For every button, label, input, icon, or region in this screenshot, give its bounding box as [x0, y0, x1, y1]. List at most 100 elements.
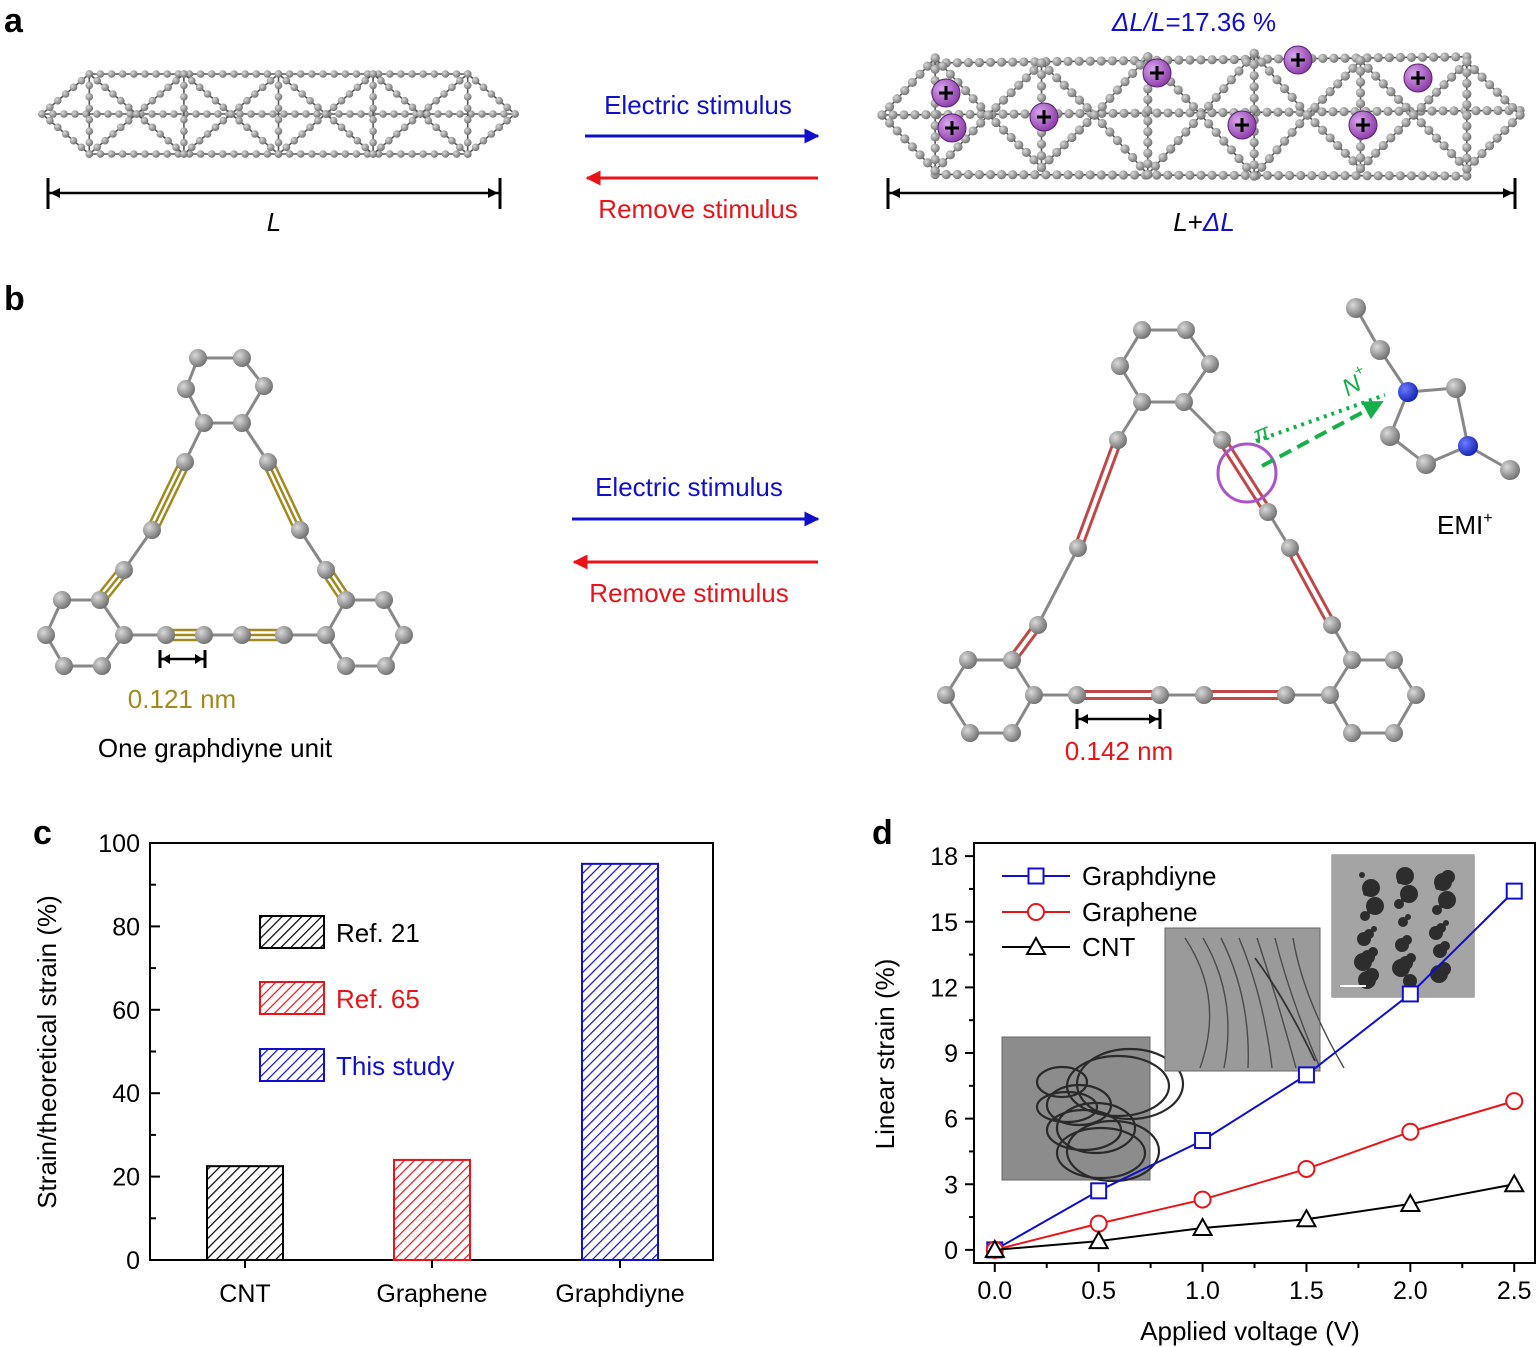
carbon-atom [143, 521, 161, 539]
bond-length-label-right: 0.142 nm [1065, 736, 1173, 766]
lattice-atom [1229, 170, 1239, 180]
lattice-atom [337, 123, 346, 132]
lattice-atom [1006, 132, 1016, 143]
lattice-atom [1249, 171, 1259, 181]
lattice-atom [269, 110, 277, 118]
lattice-atom [1317, 94, 1328, 105]
lattice-atom [1108, 108, 1118, 118]
carbon-atom [233, 626, 251, 644]
plus-symbol: + [1188, 207, 1203, 237]
triple-bond [155, 463, 191, 533]
legend-label: Graphdiyne [1082, 861, 1216, 891]
lattice-atom [998, 95, 1009, 105]
lattice-atom [915, 69, 925, 79]
lattice-atom [1211, 127, 1221, 138]
lattice-atom [974, 169, 985, 180]
lattice-atom [353, 136, 362, 145]
lattice-atom [892, 94, 902, 104]
graphdiyne-particle [1405, 914, 1411, 920]
lattice-atom [1482, 106, 1492, 116]
y-tick-label: 40 [112, 1080, 140, 1108]
graphdiyne-particle [1441, 870, 1455, 884]
lattice-atom [495, 96, 504, 105]
panel-a: a ΔL/L=17.36 % Electric stimulus Remove … [4, 2, 1525, 237]
lattice-atom [241, 150, 249, 158]
lattice-atom [1143, 52, 1153, 62]
lattice-atom [511, 110, 519, 118]
lattice-atom [1493, 105, 1503, 116]
lattice-atom [172, 76, 180, 85]
lattice-atom [211, 96, 220, 105]
x-tick-label: 1.0 [1185, 1277, 1220, 1305]
carbon-atom [1025, 686, 1043, 704]
y-tick-label: 18 [930, 843, 958, 871]
lattice-atom [107, 150, 116, 158]
lattice-atom [1340, 171, 1350, 181]
lattice-atom [180, 104, 188, 113]
lattice-atom [1249, 48, 1259, 58]
lattice-atom [1362, 171, 1372, 181]
lattice-atom [1515, 110, 1525, 120]
graphdiyne-particle [1438, 891, 1456, 909]
lattice-atom [489, 110, 497, 118]
lattice-atom [219, 103, 228, 112]
lattice-atom [985, 57, 996, 67]
lattice-atom [1462, 68, 1472, 78]
lattice-atom [1107, 56, 1117, 66]
lattice-atom [1036, 139, 1047, 149]
lattice-atom [907, 77, 917, 88]
lattice-atom [1264, 66, 1274, 76]
lattice-atom [1363, 63, 1373, 73]
length-bar-right [886, 178, 1517, 209]
lattice-atom [85, 70, 94, 78]
lattice-atom [374, 150, 383, 158]
carbon-atom [317, 561, 335, 579]
lattice-atom [1036, 162, 1047, 172]
lattice-atom [945, 69, 955, 79]
lattice-atom [1021, 147, 1031, 158]
lattice-atom [1485, 80, 1495, 90]
lattice-atom [1112, 135, 1123, 146]
lattice-atom [1406, 52, 1417, 62]
lattice-atom [1229, 54, 1239, 65]
graphdiyne-particle [1443, 920, 1449, 926]
lattice-atom [965, 109, 975, 119]
x-tick-label: 2.5 [1497, 1277, 1532, 1305]
lattice-atom [1059, 140, 1069, 150]
lattice-atom [1105, 93, 1115, 103]
lattice-atom [377, 143, 385, 152]
lattice-atom [1395, 52, 1405, 63]
triangle-marker [1191, 1216, 1214, 1236]
lattice-atom [117, 123, 125, 132]
lattice-atom [968, 126, 978, 136]
lattice-atom [369, 127, 377, 135]
carbon-atom [195, 414, 213, 432]
lattice-atom [117, 96, 125, 105]
x-axis-label-d: Applied voltage (V) [1140, 1316, 1360, 1346]
lattice-atom [434, 110, 442, 118]
lattice-atom [1318, 53, 1328, 64]
lattice-atom [180, 127, 188, 135]
lattice-atom [207, 70, 216, 78]
lattice-atom [1021, 73, 1031, 83]
graphdiyne-particle [1365, 968, 1379, 982]
stretched-bond [1073, 438, 1117, 548]
tem-background [1001, 1036, 1151, 1181]
lattice-atom [1096, 170, 1106, 180]
lattice-atom [1438, 106, 1448, 116]
circle-marker [1027, 903, 1045, 921]
lattice-atom [408, 103, 417, 112]
graphene-wrinkle [1256, 937, 1297, 1069]
carbon-atom [317, 626, 335, 644]
lattice-atom [1241, 57, 1252, 67]
lattice-atom [1431, 87, 1442, 97]
graphdiyne-particle [1371, 926, 1377, 932]
lattice-atom [440, 90, 448, 98]
lattice-atom [1348, 63, 1358, 73]
lattice-atom [423, 110, 431, 118]
lattice-atom [1090, 110, 1100, 120]
lattice-atom [1273, 107, 1283, 117]
lattice-atom [974, 57, 985, 68]
strain-ratio-symbol: ΔL/L [1111, 7, 1166, 37]
